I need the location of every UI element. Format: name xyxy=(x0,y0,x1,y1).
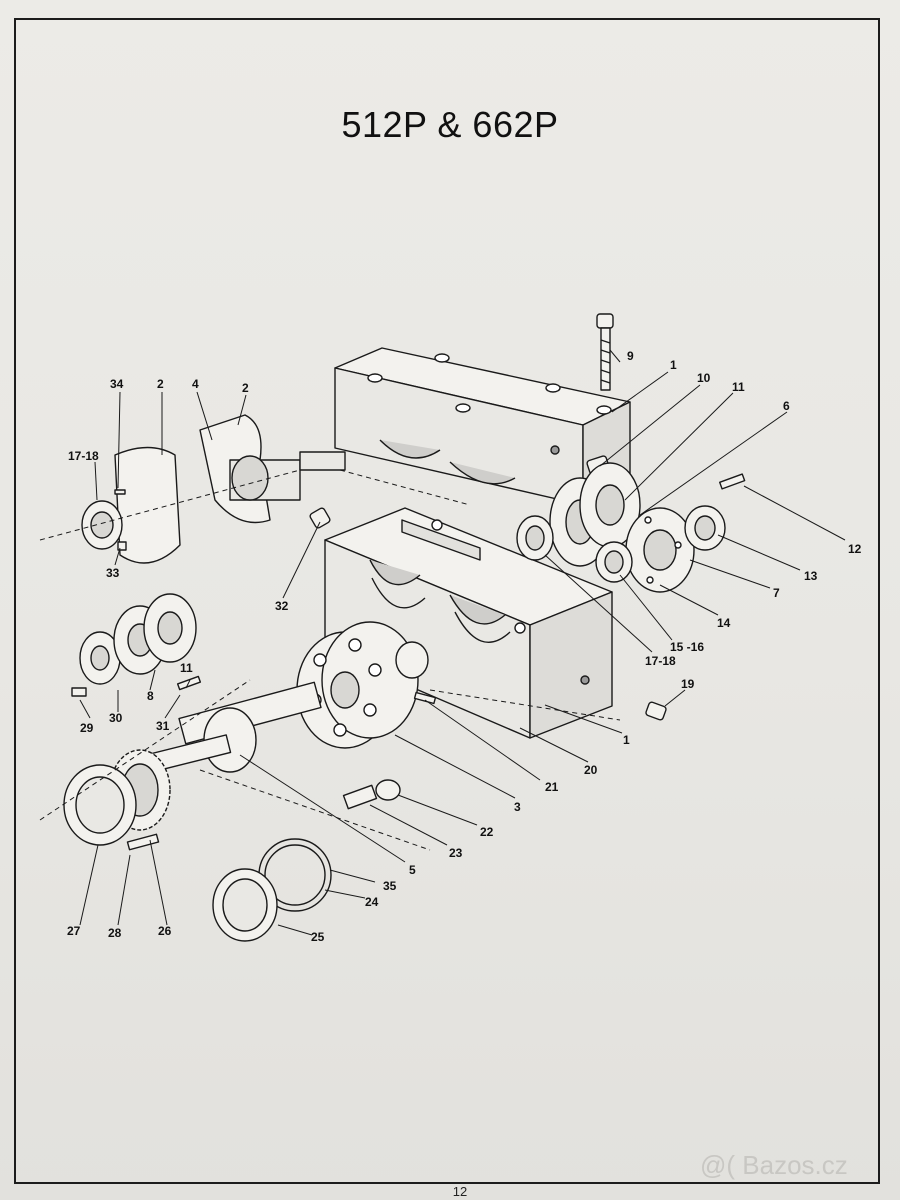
callout-5: 5 xyxy=(409,863,416,877)
callout-3: 3 xyxy=(514,800,521,814)
pins xyxy=(342,691,437,810)
callout-30: 30 xyxy=(109,711,123,725)
callout-17-18b: 17-18 xyxy=(645,654,676,668)
callout-26: 26 xyxy=(158,924,172,938)
callout-1: 1 xyxy=(670,358,677,372)
callout-32: 32 xyxy=(275,599,289,613)
callout-7: 7 xyxy=(773,586,780,600)
callout-11: 11 xyxy=(732,380,745,394)
callout-13: 13 xyxy=(804,569,818,583)
diagram-title: 512P & 662P xyxy=(341,104,559,145)
callout-1b: 1 xyxy=(623,733,630,747)
callout-14: 14 xyxy=(717,616,731,630)
callout-34: 34 xyxy=(110,377,124,391)
callout-20: 20 xyxy=(584,763,598,777)
callout-17-18: 17-18 xyxy=(68,449,99,463)
right-bearing-stack xyxy=(516,462,726,593)
callout-24: 24 xyxy=(365,895,379,909)
rotor-and-shaft xyxy=(118,621,429,780)
piston-rings xyxy=(212,838,332,942)
assembly-lines xyxy=(39,469,621,851)
callout-22: 22 xyxy=(480,825,494,839)
callout-6: 6 xyxy=(783,399,790,413)
fitting-part-32 xyxy=(309,507,331,529)
leader-lines xyxy=(79,349,846,936)
plug-part-19 xyxy=(645,701,667,721)
callout-25: 25 xyxy=(311,930,325,944)
callout-4: 4 xyxy=(192,377,199,391)
callout-29: 29 xyxy=(80,721,94,735)
callout-33: 33 xyxy=(106,566,120,580)
callout-15-16: 15 -16 xyxy=(670,640,704,654)
callout-28: 28 xyxy=(108,926,122,940)
page-number: 12 xyxy=(452,1184,468,1199)
callout-labels: 9 1 10 11 6 34 2 4 2 17-18 33 32 12 13 7… xyxy=(67,349,862,944)
callout-11b: 11 xyxy=(180,661,193,675)
callout-19: 19 xyxy=(681,677,695,691)
callout-23: 23 xyxy=(449,846,463,860)
callout-12: 12 xyxy=(848,542,862,556)
page-border xyxy=(14,18,880,1184)
callout-21: 21 xyxy=(545,780,559,794)
main-housing-block xyxy=(324,507,613,739)
gear-and-bearing xyxy=(63,749,171,851)
callout-8: 8 xyxy=(147,689,154,703)
callout-2b: 2 xyxy=(242,381,249,395)
callout-2: 2 xyxy=(157,377,164,391)
bolt-part-12 xyxy=(718,473,746,490)
callout-9: 9 xyxy=(627,349,634,363)
watermark: @( Bazos.cz xyxy=(700,1150,848,1180)
callout-35: 35 xyxy=(383,879,397,893)
callout-10: 10 xyxy=(697,371,711,385)
cap-screw-part-9 xyxy=(596,313,614,391)
callout-27: 27 xyxy=(67,924,81,938)
crank-assembly xyxy=(81,414,346,564)
front-bearing-group xyxy=(71,593,202,697)
callout-31: 31 xyxy=(156,719,170,733)
